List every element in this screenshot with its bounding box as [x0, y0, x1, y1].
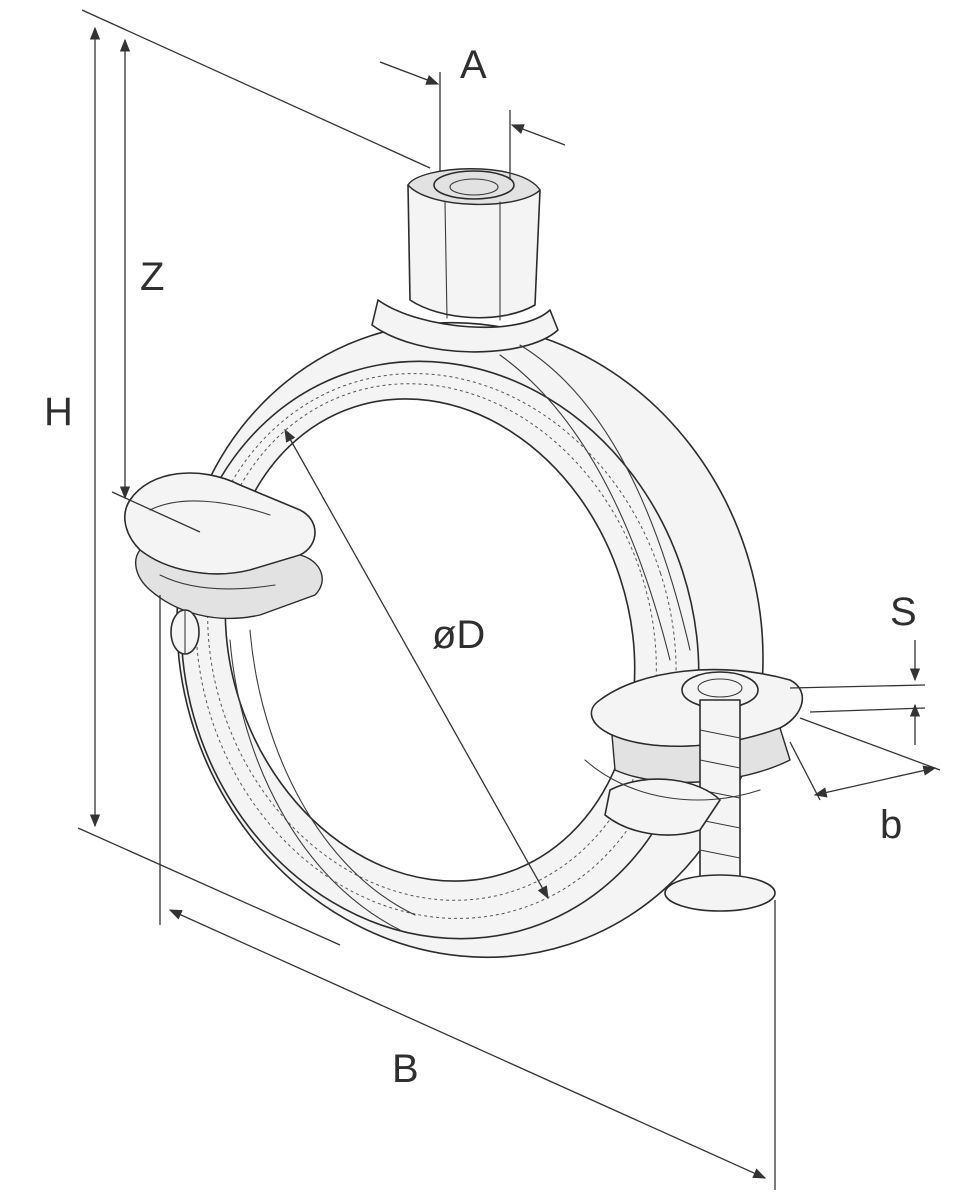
- dimension-lines: [77, 9, 941, 1190]
- label-B: B: [392, 1047, 419, 1091]
- rubber-liner-2: [195, 373, 677, 919]
- clamp-body: [124, 168, 804, 959]
- label-H: H: [44, 390, 73, 434]
- band-line-1: [519, 344, 691, 651]
- label-diameter-D: øD: [432, 613, 485, 657]
- top-nut: [371, 168, 559, 353]
- band-line-3: [229, 639, 401, 931]
- right-lug: [584, 668, 804, 912]
- band-line-2: [499, 354, 671, 661]
- label-S: S: [890, 590, 917, 634]
- left-lug: [124, 472, 323, 655]
- label-A: A: [460, 43, 487, 87]
- dimension-labels: A Z H øD S b B: [44, 43, 917, 1091]
- label-b: b: [880, 803, 902, 847]
- label-Z: Z: [140, 255, 164, 299]
